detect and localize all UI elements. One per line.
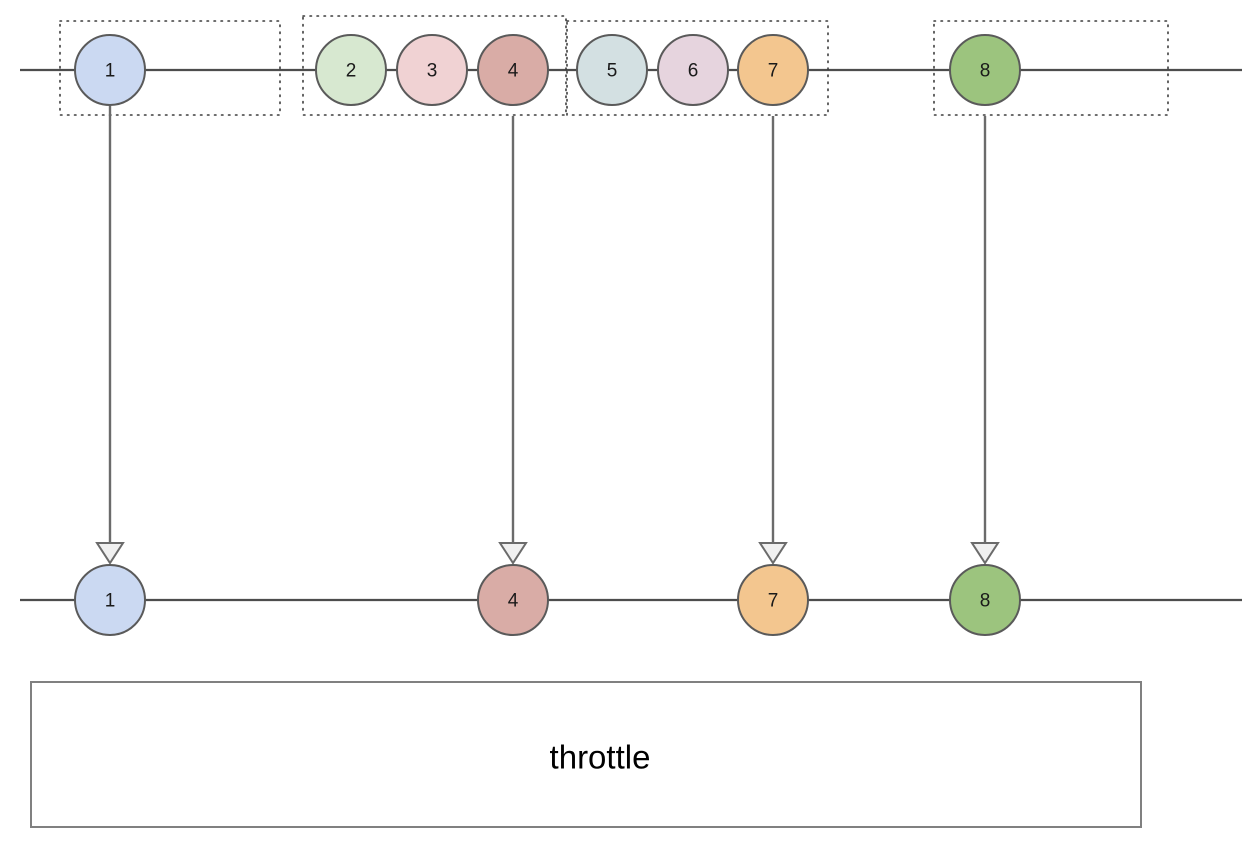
emission-arrow-7-head [758,542,788,565]
throttle-window-box-3 [566,20,829,116]
emission-arrow-8 [970,116,1000,565]
emission-arrow-1-head [95,542,125,565]
output-marble-1[interactable]: 1 [74,564,146,636]
output-marble-8-circle[interactable] [949,564,1021,636]
source-marble-2-circle[interactable] [315,34,387,106]
source-marble-1[interactable]: 1 [74,34,146,106]
source-marble-5-circle[interactable] [576,34,648,106]
source-marble-7[interactable]: 7 [737,34,809,106]
output-marble-4-circle[interactable] [477,564,549,636]
throttle-window-box-4 [933,20,1169,116]
source-marble-2[interactable]: 2 [315,34,387,106]
operator-box-label: throttle [550,739,651,776]
output-marble-7[interactable]: 7 [737,564,809,636]
source-marble-8-circle[interactable] [949,34,1021,106]
emission-arrow-7 [758,116,788,565]
operator-box[interactable]: throttle [30,681,1142,828]
source-marble-5[interactable]: 5 [576,34,648,106]
output-marble-1-circle[interactable] [74,564,146,636]
emission-arrows [95,106,1000,565]
emission-arrow-8-head [970,542,1000,565]
source-marble-3[interactable]: 3 [396,34,468,106]
operator-box-rect[interactable] [30,681,1142,828]
source-marble-7-circle[interactable] [737,34,809,106]
source-marble-6-circle[interactable] [657,34,729,106]
emission-arrow-4-head [498,542,528,565]
output-marble-4[interactable]: 4 [477,564,549,636]
throttle-window-boxes [59,15,1169,116]
output-marble-7-circle[interactable] [737,564,809,636]
throttle-window-box-1 [59,20,281,116]
source-marble-6[interactable]: 6 [657,34,729,106]
source-marble-4-circle[interactable] [477,34,549,106]
source-marble-3-circle[interactable] [396,34,468,106]
source-marble-1-circle[interactable] [74,34,146,106]
emission-arrow-4 [498,116,528,565]
output-marble-8[interactable]: 8 [949,564,1021,636]
source-marble-4[interactable]: 4 [477,34,549,106]
emission-arrow-1 [95,106,125,565]
source-marble-8[interactable]: 8 [949,34,1021,106]
